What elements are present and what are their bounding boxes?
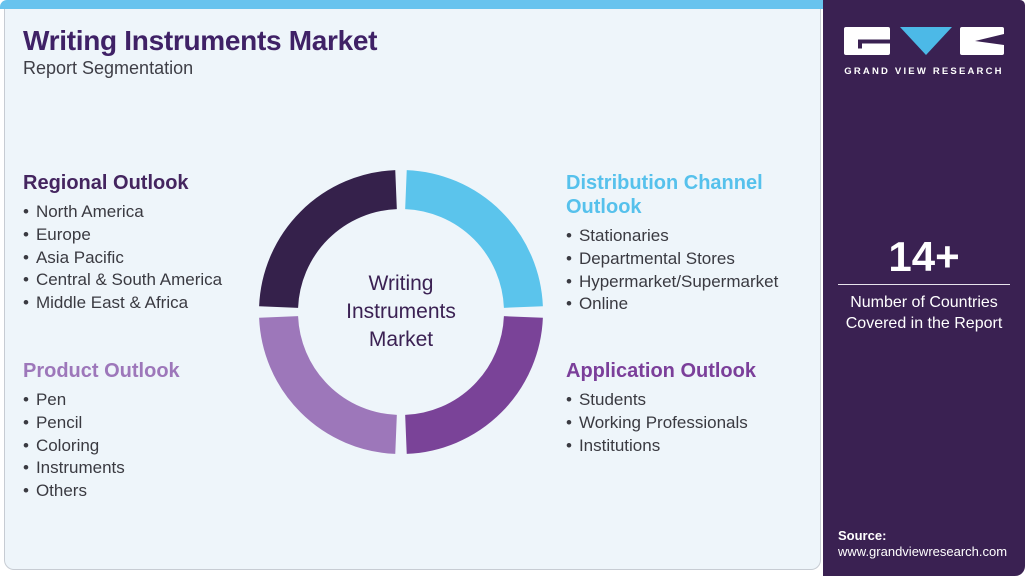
page-title: Writing Instruments Market (23, 25, 378, 56)
regional-list: North AmericaEuropeAsia PacificCentral &… (23, 201, 268, 315)
content-card: Writing Instruments Market Report Segmen… (4, 9, 821, 570)
gvr-logo-icon (844, 27, 1004, 55)
source-block: Source: www.grandviewresearch.com (838, 528, 1007, 560)
list-item: Institutions (566, 435, 821, 458)
stat-caption: Number of Countries Covered in the Repor… (845, 294, 1003, 332)
application-list: StudentsWorking ProfessionalsInstitution… (566, 389, 821, 457)
section-title-regional: Regional Outlook (23, 172, 189, 194)
list-item: Working Professionals (566, 412, 821, 435)
section-title-application: Application Outlook (566, 360, 756, 382)
brand-name: GRAND VIEW RESEARCH (844, 66, 1004, 77)
section-product-outlook: Product Outlook PenPencilColoringInstrum… (23, 359, 268, 503)
list-item: Students (566, 389, 821, 412)
source-url: www.grandviewresearch.com (838, 544, 1008, 559)
list-item: Hypermarket/Supermarket (566, 271, 821, 294)
top-accent-bar (0, 0, 823, 9)
donut-chart: Writing Instruments Market (256, 167, 546, 457)
list-item: Pencil (23, 412, 268, 435)
list-item: Pen (23, 389, 268, 412)
list-item: Asia Pacific (23, 247, 268, 270)
sidebar: GRAND VIEW RESEARCH 14+ Number of Countr… (823, 0, 1025, 576)
list-item: Europe (23, 224, 268, 247)
section-title-distribution: Distribution Channel Outlook (566, 172, 763, 218)
list-item: Central & South America (23, 269, 268, 292)
donut-center-label: Writing Instruments Market (346, 272, 456, 351)
countries-stat: 14+ Number of Countries Covered in the R… (823, 234, 1025, 334)
section-distribution-channel-outlook: Distribution Channel Outlook Stationarie… (566, 171, 821, 316)
list-item: Stationaries (566, 225, 821, 248)
distribution-list: StationariesDepartmental StoresHypermark… (566, 225, 821, 316)
list-item: Departmental Stores (566, 248, 821, 271)
section-application-outlook: Application Outlook StudentsWorking Prof… (566, 359, 821, 457)
list-item: Coloring (23, 435, 268, 458)
product-list: PenPencilColoringInstrumentsOthers (23, 389, 268, 503)
source-label: Source: (838, 528, 887, 543)
brand-logo: GRAND VIEW RESEARCH (823, 27, 1025, 77)
list-item: Others (23, 480, 268, 503)
stat-value: 14+ (888, 233, 960, 280)
section-title-product: Product Outlook (23, 360, 180, 382)
list-item: Online (566, 293, 821, 316)
page-subtitle: Report Segmentation (23, 58, 194, 78)
list-item: Instruments (23, 457, 268, 480)
list-item: North America (23, 201, 268, 224)
list-item: Middle East & Africa (23, 292, 268, 315)
section-regional-outlook: Regional Outlook North AmericaEuropeAsia… (23, 171, 268, 315)
stat-divider (838, 284, 1010, 285)
